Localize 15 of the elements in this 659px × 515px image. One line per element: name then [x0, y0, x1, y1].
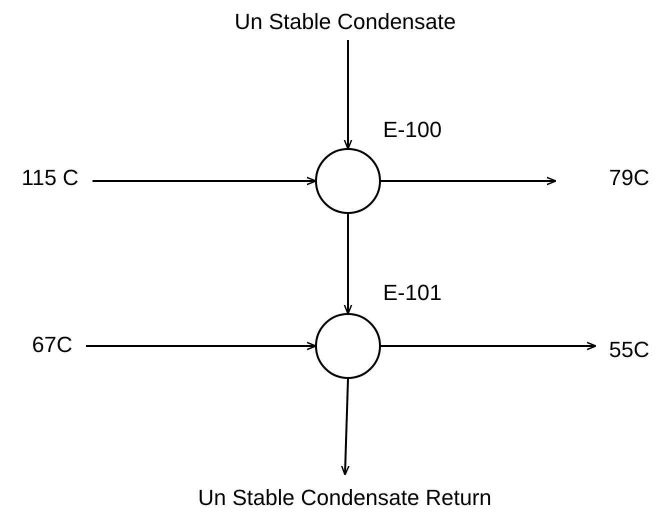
stream-label: 67C [32, 333, 72, 358]
flow-arrow [381, 176, 557, 186]
flow-arrow [340, 378, 350, 476]
equipment-tag: E-100 [383, 118, 442, 142]
stream-label: 79C [609, 166, 650, 190]
stream-label: 55C [609, 338, 650, 362]
stream-label: 115 C [22, 166, 79, 190]
flow-arrow [344, 40, 352, 150]
stream-label: Un Stable Condensate Return [198, 486, 492, 510]
flow-arrow [92, 176, 317, 186]
flow-arrow [381, 342, 597, 350]
flow-arrow [86, 342, 317, 350]
equipment-tag: E-101 [383, 281, 442, 306]
stream-label: Un Stable Condensate [234, 10, 456, 34]
flow-arrow [344, 214, 352, 315]
